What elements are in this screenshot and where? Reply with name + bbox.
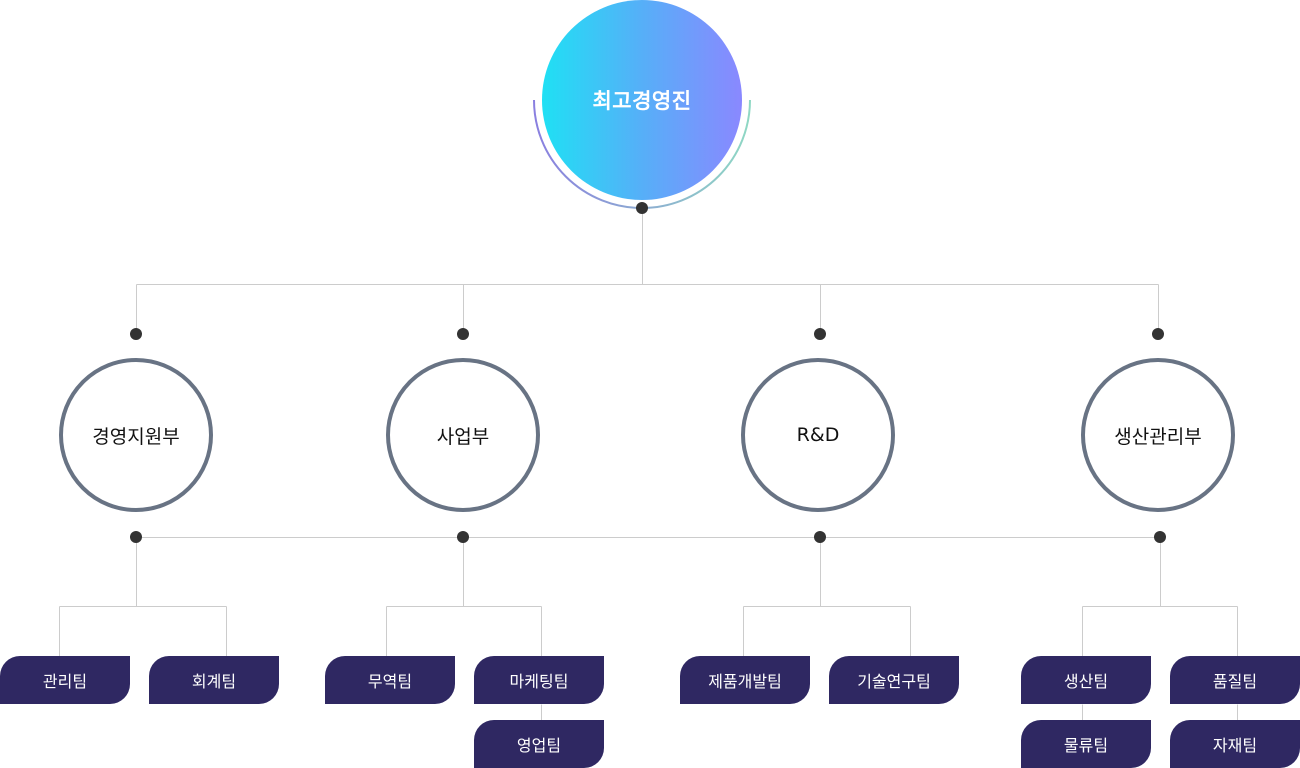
- dept-node-production-management[interactable]: 생산관리부: [1081, 358, 1235, 512]
- team-label: 무역팀: [367, 672, 413, 691]
- dept-label: 생산관리부: [1114, 425, 1202, 448]
- team-node-materials[interactable]: 자재팀: [1170, 720, 1300, 768]
- team-label: 마케팅팀: [509, 672, 569, 691]
- root-node-label: 최고경영진: [592, 89, 692, 113]
- dept-label: 경영지원부: [92, 425, 180, 448]
- dept-bottom-dot: [130, 531, 142, 543]
- team-label: 관리팀: [42, 672, 88, 691]
- team-label: 물류팀: [1063, 736, 1109, 755]
- dept-node-rnd[interactable]: R&D: [741, 358, 895, 512]
- dept-node-business[interactable]: 사업부: [386, 358, 540, 512]
- dept-label: 사업부: [436, 425, 490, 448]
- dept-top-dot: [457, 328, 469, 340]
- dept-top-dot: [1152, 328, 1164, 340]
- dept-top-dot: [130, 328, 142, 340]
- dept-bottom-dot: [457, 531, 469, 543]
- root-connector-dot: [636, 202, 648, 214]
- team-node-technology-research[interactable]: 기술연구팀: [829, 656, 959, 704]
- team-node-logistics[interactable]: 물류팀: [1021, 720, 1151, 768]
- team-node-trade[interactable]: 무역팀: [325, 656, 455, 704]
- team-label: 생산팀: [1063, 672, 1109, 691]
- team-node-marketing[interactable]: 마케팅팀: [474, 656, 604, 704]
- team-node-production[interactable]: 생산팀: [1021, 656, 1151, 704]
- team-label: 영업팀: [516, 736, 562, 755]
- team-node-sales[interactable]: 영업팀: [474, 720, 604, 768]
- team-label: 기술연구팀: [857, 672, 931, 691]
- team-label: 품질팀: [1212, 672, 1258, 691]
- team-label: 자재팀: [1212, 736, 1258, 755]
- team-label: 회계팀: [191, 672, 237, 691]
- dept-node-management-support[interactable]: 경영지원부: [59, 358, 213, 512]
- dept-bottom-dot: [1154, 531, 1166, 543]
- root-node-ceo[interactable]: 최고경영진: [542, 0, 742, 200]
- team-node-management[interactable]: 관리팀: [0, 656, 130, 704]
- team-node-product-development[interactable]: 제품개발팀: [680, 656, 810, 704]
- dept-top-dot: [814, 328, 826, 340]
- team-node-quality[interactable]: 품질팀: [1170, 656, 1300, 704]
- team-node-accounting[interactable]: 회계팀: [149, 656, 279, 704]
- team-label: 제품개발팀: [708, 672, 782, 691]
- dept-bottom-dot: [814, 531, 826, 543]
- dept-label: R&D: [796, 424, 840, 446]
